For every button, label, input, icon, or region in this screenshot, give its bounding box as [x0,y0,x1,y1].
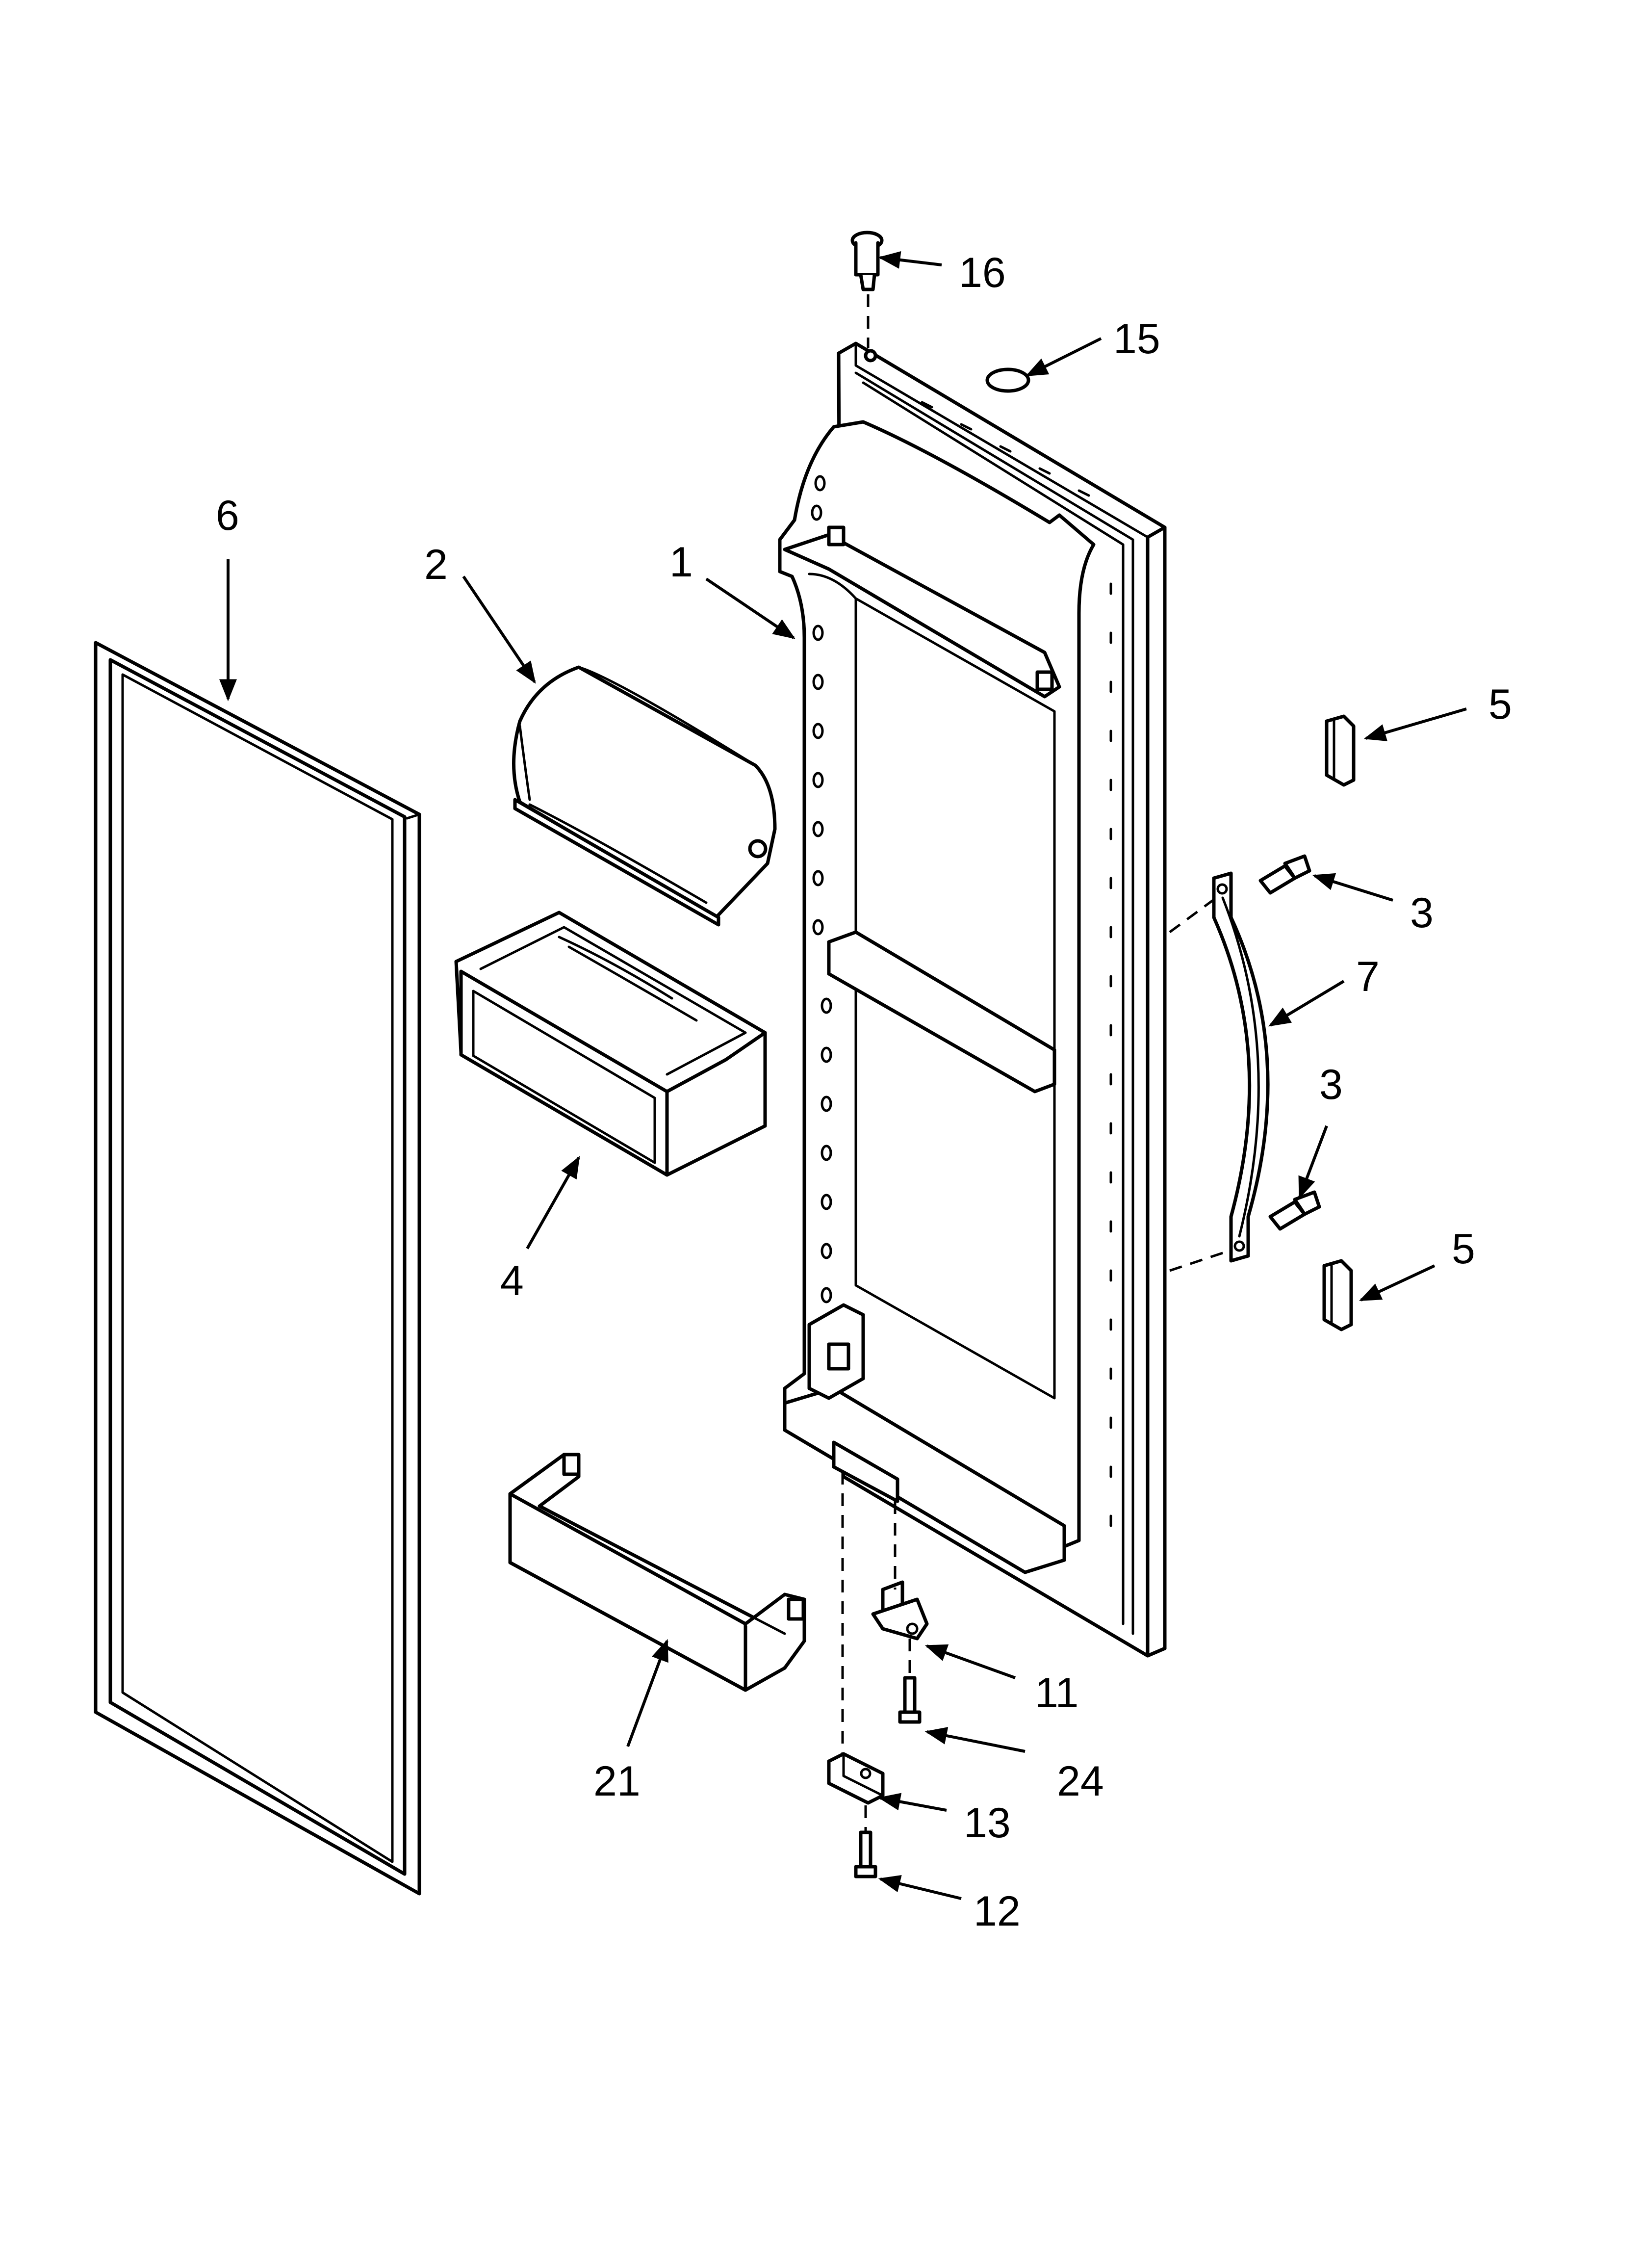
callout-3-top: 3 [1410,889,1434,937]
callout-21: 21 [593,1758,641,1805]
handle-screw-bottom [1268,1190,1321,1231]
callout-24: 24 [1057,1758,1104,1805]
handle-trim-cap-top [1325,714,1356,787]
dairy-door [512,665,777,927]
hinge-screw [898,1676,922,1724]
bottom-hinge [871,1580,929,1641]
callout-7: 7 [1356,953,1380,1000]
door-edge-ticks [921,401,1112,1527]
callout-3-bottom: 3 [1319,1061,1343,1108]
shelf-holes [811,475,832,1303]
callout-16: 16 [959,249,1006,296]
callout-1: 1 [669,539,693,586]
hole-plug [985,367,1030,393]
refrigerator-door [778,341,1167,1658]
handle-screw-top [1258,854,1311,895]
callout-6: 6 [216,492,239,539]
leader-arrows [219,251,1467,1900]
callout-4: 4 [500,1257,524,1304]
handle-trim-cap-bottom [1322,1259,1353,1331]
door-handle [1212,871,1270,1263]
callout-12: 12 [974,1888,1021,1935]
assembly-lines [841,294,1229,1832]
lower-door-bin [508,1453,806,1692]
hinge-bracket [827,1752,885,1805]
callout-13: 13 [964,1799,1011,1847]
callout-2: 2 [424,541,448,588]
top-hinge-pin [850,231,884,291]
callout-5-top: 5 [1488,681,1512,728]
door-shelf-bin [454,911,767,1177]
bracket-screw [854,1830,877,1878]
callout-5-bottom: 5 [1452,1225,1475,1273]
callout-15: 15 [1113,315,1160,363]
callout-11: 11 [1035,1669,1078,1717]
callout-labels: 16 15 1 2 6 5 3 7 3 5 4 21 11 24 13 12 [216,249,1512,1935]
door-gasket [94,641,421,1896]
